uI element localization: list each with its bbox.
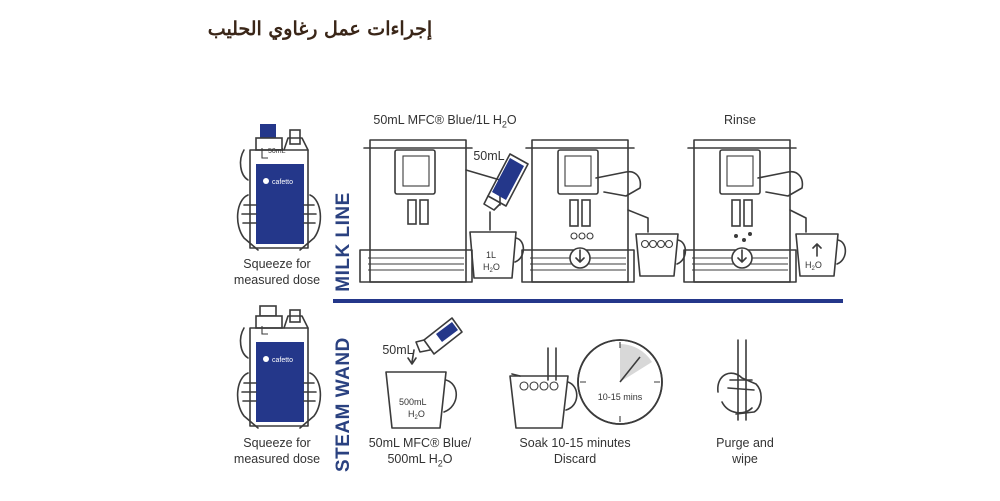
jug-soak xyxy=(509,347,578,429)
jug-1l-text: 1L xyxy=(486,250,496,260)
mfc-bottle-pouring-bottom xyxy=(407,317,463,365)
jug-1l: 1L H2O xyxy=(469,231,525,279)
squeeze-bottle-bottom: cafetto xyxy=(236,305,322,429)
jug-rinse-h2o-text: H2O xyxy=(805,260,822,272)
jug-500ml: 500mL H2O xyxy=(385,371,458,429)
bottle-dose-text: 50mL xyxy=(268,148,286,155)
svg-text:cafetto: cafetto xyxy=(272,357,293,364)
label-rinse: Rinse xyxy=(724,113,756,127)
jug-1l-h2o-text: H2O xyxy=(483,262,500,274)
coffee-machine-3 xyxy=(683,139,807,283)
bottle-brand-text: cafetto xyxy=(272,179,293,186)
clock-text: 10-15 mins xyxy=(598,392,643,402)
label-mfc-1l: 50mL MFC® Blue/1L H2O xyxy=(373,113,517,130)
purge-wipe-hand xyxy=(717,339,762,421)
label-dose-bottom: 50mL xyxy=(382,343,414,357)
label-mfc-500ml: 50mL MFC® Blue/ 500mL H2O xyxy=(368,436,472,469)
clock-10-15-mins: 10-15 mins xyxy=(577,339,663,425)
page-title: إجراءات عمل رغاوي الحليب xyxy=(207,18,433,40)
jug-bubbles xyxy=(635,233,687,277)
mfc-bottle-pouring xyxy=(483,153,529,231)
coffee-machine-2 xyxy=(521,139,649,283)
jug-500ml-h2o-text: H2O xyxy=(408,409,425,421)
jug-rinse: H2O xyxy=(795,233,847,277)
coffee-machine-1 xyxy=(359,139,501,283)
label-dose-top: 50mL xyxy=(473,149,505,163)
jug-500ml-text: 500mL xyxy=(399,397,427,407)
squeeze-bottle-top: 50mL cafetto xyxy=(236,124,322,251)
